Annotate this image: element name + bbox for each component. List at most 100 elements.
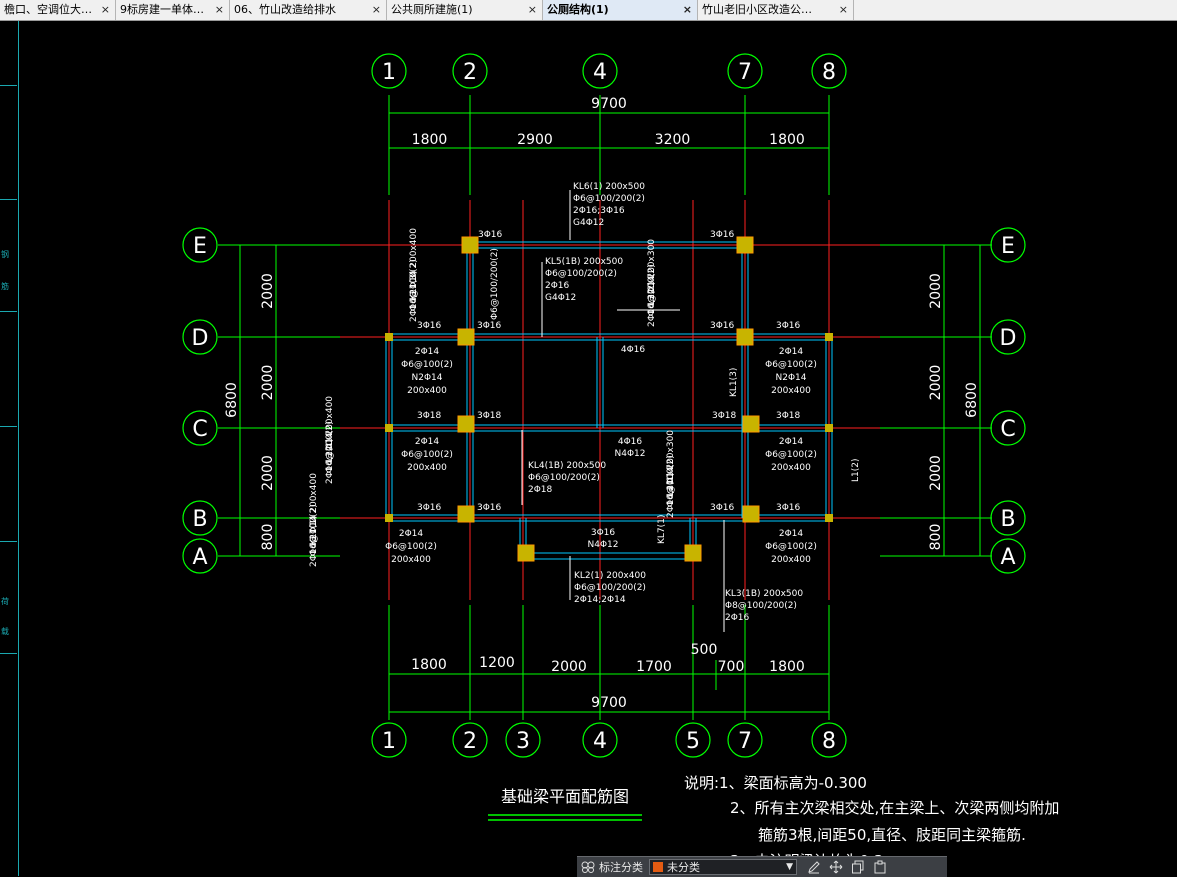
axis-bubble-left-circle: [182, 319, 218, 355]
beam-label-l4: Φ6@100(2): [666, 455, 676, 507]
beam-label-left-d: 2Φ14: [415, 347, 440, 357]
axis-bubble-top-circle: [452, 53, 488, 89]
annotation-category-select[interactable]: 未分类 ▼: [649, 859, 797, 875]
close-icon[interactable]: ×: [682, 3, 692, 16]
close-icon[interactable]: ×: [838, 3, 848, 16]
left-tool-panel[interactable]: 钢 筋 荷 载: [0, 21, 19, 876]
axis-bubble-right-circle: [990, 500, 1026, 536]
beam-label-l4: 2Φ14;2Φ14: [666, 466, 676, 518]
rebar-label: 3Φ16: [417, 321, 442, 331]
rebar-label: 3Φ16: [477, 503, 502, 513]
axis-bubble-bottom-circle: [505, 722, 541, 758]
tab-label: 06、竹山改造给排水: [234, 3, 336, 16]
dimension-bottom-segment: 500: [691, 642, 718, 658]
panel-label: 筋: [1, 282, 9, 291]
axis-bubble-bottom-circle: [675, 722, 711, 758]
dimension-left-segment: 2000: [260, 455, 276, 491]
dimension-top-segment: 1800: [412, 132, 448, 148]
beam-label-kl3: 2Φ16: [725, 613, 750, 623]
beam-label-l3: L3(2) 200x300: [647, 239, 657, 305]
beam-label-kl6: G4Φ12: [573, 218, 604, 228]
category-select-value: 未分类: [667, 861, 700, 874]
beam-label-right-a: 2Φ14: [779, 529, 804, 539]
beam-label-kl2: Φ6@100/200(2): [574, 583, 646, 593]
document-tab-5[interactable]: 竹山老旧小区改造公…×: [698, 0, 854, 20]
beam-label-l4: L4(1) 200x300: [666, 430, 676, 496]
axis-bubble-left-circle: [182, 410, 218, 446]
close-icon[interactable]: ×: [527, 3, 537, 16]
close-icon[interactable]: ×: [371, 3, 381, 16]
structural-column-small: [825, 333, 833, 341]
drawing-note: 箍筋3根,间距50,直径、肢距同主梁箍筋.: [758, 826, 1026, 844]
beam-label-center-b: 3Φ16: [591, 528, 616, 538]
document-tab-1[interactable]: 9标房建一单体【96栋】×: [116, 0, 230, 20]
axis-bubble-top-circle: [811, 53, 847, 89]
beam-label-kl6: 2Φ16;3Φ16: [573, 206, 625, 216]
beam-label-kl7-right: KL7(1): [657, 515, 667, 544]
beam-label-kl5: KL5(1B) 200x500: [545, 257, 623, 267]
axis-bubble-left-circle: [182, 500, 218, 536]
beam-label-right-c: 200x400: [771, 463, 811, 473]
beam-label-kl7: Φ6@100(2): [309, 504, 319, 556]
beam-label-l1: L1(1) 200x400: [325, 396, 335, 462]
axis-bubble-bottom: 5: [686, 729, 700, 754]
dimension-right-segment: 2000: [928, 273, 944, 309]
beam-label-l3: Φ6@200(2): [647, 264, 657, 316]
structural-column-small: [385, 424, 393, 432]
document-tab-0[interactable]: 檐口、空调位大…×: [0, 0, 116, 20]
beam-label-left-a: Φ6@100(2): [385, 542, 437, 552]
move-icon[interactable]: [825, 858, 847, 876]
panel-divider: [0, 199, 17, 200]
beam-label-left-d: N2Φ14: [412, 373, 443, 383]
dimension-right-total: 6800: [964, 382, 980, 418]
structural-column: [736, 236, 754, 254]
beam-label-right-d: 2Φ14: [779, 347, 804, 357]
structural-column-small: [385, 333, 393, 341]
dimension-right-segment: 800: [928, 524, 944, 551]
close-icon[interactable]: ×: [214, 3, 224, 16]
rebar-label: 3Φ16: [776, 503, 801, 513]
axis-bubble-top-circle: [727, 53, 763, 89]
close-icon[interactable]: ×: [100, 3, 110, 16]
axis-bubble-right: A: [1000, 545, 1015, 570]
axis-bubble-top-circle: [371, 53, 407, 89]
beam-label-right-d: N2Φ14: [776, 373, 807, 383]
beam-label-center-b: N4Φ12: [588, 540, 619, 550]
layers-icon[interactable]: [577, 858, 599, 876]
axis-bubble-bottom-circle: [371, 722, 407, 758]
axis-bubble-bottom: 4: [593, 729, 607, 754]
axis-bubble-bottom: 3: [516, 729, 530, 754]
document-tab-4[interactable]: 公厕结构(1)×: [543, 0, 698, 20]
beam-label-center-d: 4Φ16: [621, 345, 646, 355]
axis-bubble-right-circle: [990, 227, 1026, 263]
beam-label-kl7: 2Φ14;2Φ14: [309, 515, 319, 567]
beam-label-kl3: KL3(1B) 200x500: [725, 589, 803, 599]
document-tab-2[interactable]: 06、竹山改造给排水 ×: [230, 0, 387, 20]
dimension-top-segment: 3200: [655, 132, 691, 148]
document-tab-3[interactable]: 公共厕所建施(1)×: [387, 0, 543, 20]
beam-label-right-c: 2Φ14: [779, 437, 804, 447]
beam-label-kl3: Φ8@100/200(2): [725, 601, 797, 611]
rebar-label: 3Φ18: [712, 411, 737, 421]
edit-annotation-icon[interactable]: [803, 858, 825, 876]
axis-bubble-top: 8: [822, 60, 836, 85]
beam-label-kl1-stirrup: Φ6@100/200(2): [490, 248, 500, 320]
beam-label-kl6: Φ6@100/200(2): [573, 194, 645, 204]
beam-label-kl2: KL2(1) 200x400: [574, 571, 646, 581]
category-color-swatch: [653, 862, 663, 872]
axis-bubble-left: D: [192, 326, 209, 351]
axis-bubble-top: 1: [382, 60, 396, 85]
beam-label-left-c: Φ6@100(2): [401, 450, 453, 460]
axis-bubble-top: 2: [463, 60, 477, 85]
panel-divider: [0, 311, 17, 312]
paste-icon[interactable]: [869, 858, 891, 876]
axis-bubble-bottom-circle: [452, 722, 488, 758]
chevron-down-icon: ▼: [786, 862, 793, 872]
structural-column-small: [385, 514, 393, 522]
copy-icon[interactable]: [847, 858, 869, 876]
dimension-bottom-segment: 1800: [769, 659, 805, 675]
beam-label-kl1-right: KL1(3): [729, 368, 739, 397]
axis-bubble-top: 7: [738, 60, 752, 85]
drawing-note: 2、所有主次梁相交处,在主梁上、次梁两侧均附加: [730, 799, 1059, 817]
